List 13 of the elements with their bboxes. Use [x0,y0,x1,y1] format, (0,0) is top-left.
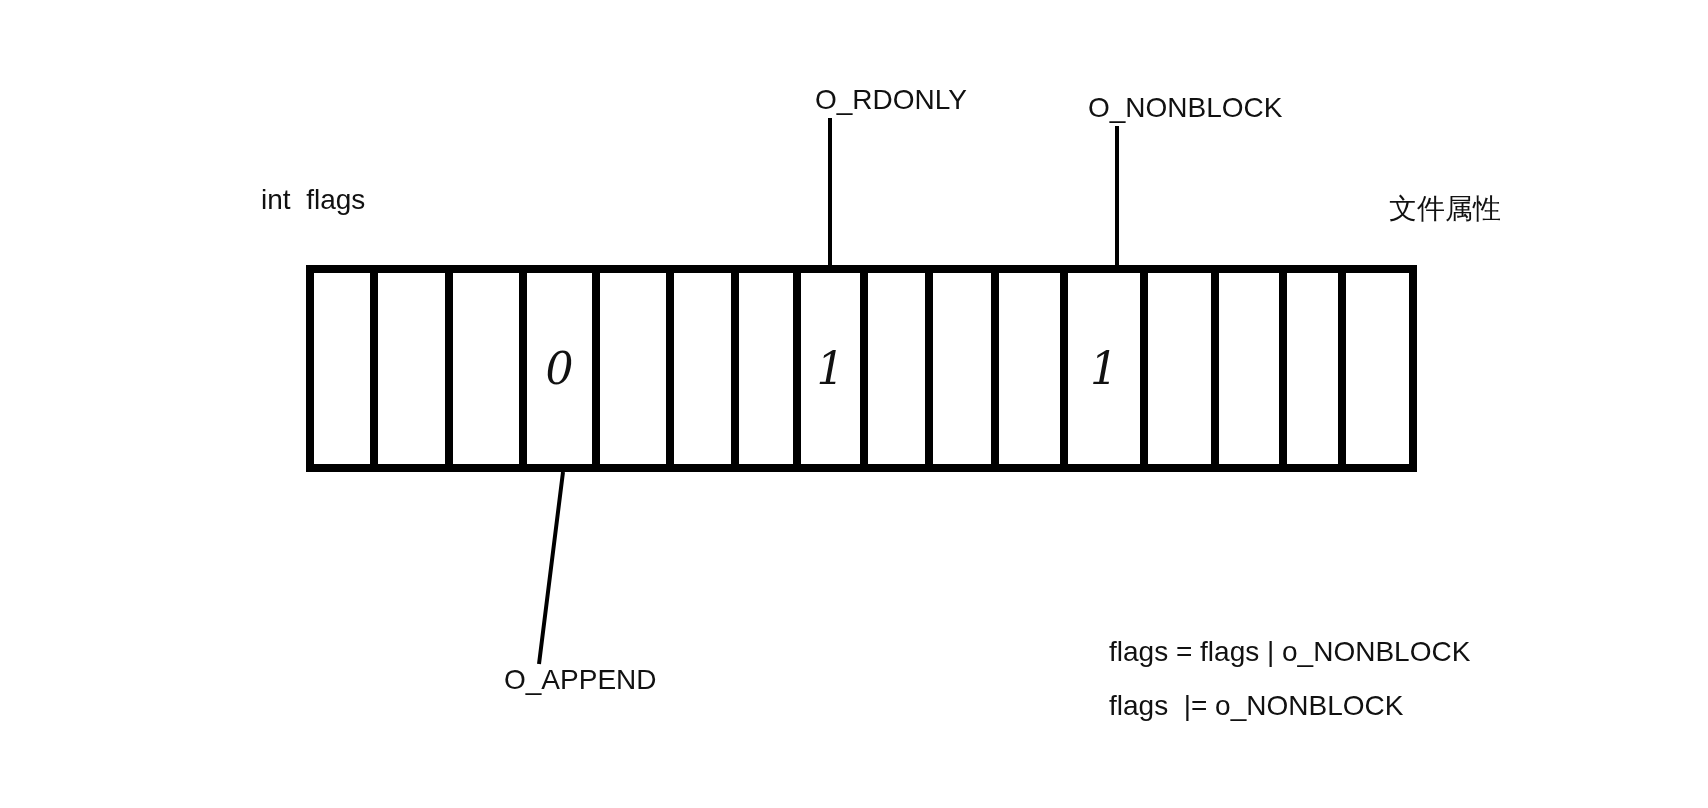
bit-value: 0 [545,343,574,394]
annotation-text: 文件属性 [1389,192,1501,226]
flag-name: O_APPEND [504,664,657,695]
leader-line [1115,126,1119,265]
flag-name: O_NONBLOCK [1088,92,1283,123]
leader-line [537,471,565,665]
annotation-text: int flags [261,184,366,216]
bit-value: 1 [816,343,845,394]
leader-line [828,118,832,265]
bit-value: 1 [1090,343,1118,394]
flag-name: O_RDONLY [815,84,967,115]
code-line: flags = flags | o_NONBLOCK [1109,636,1471,668]
code-line: flags |= o_NONBLOCK [1109,690,1404,722]
